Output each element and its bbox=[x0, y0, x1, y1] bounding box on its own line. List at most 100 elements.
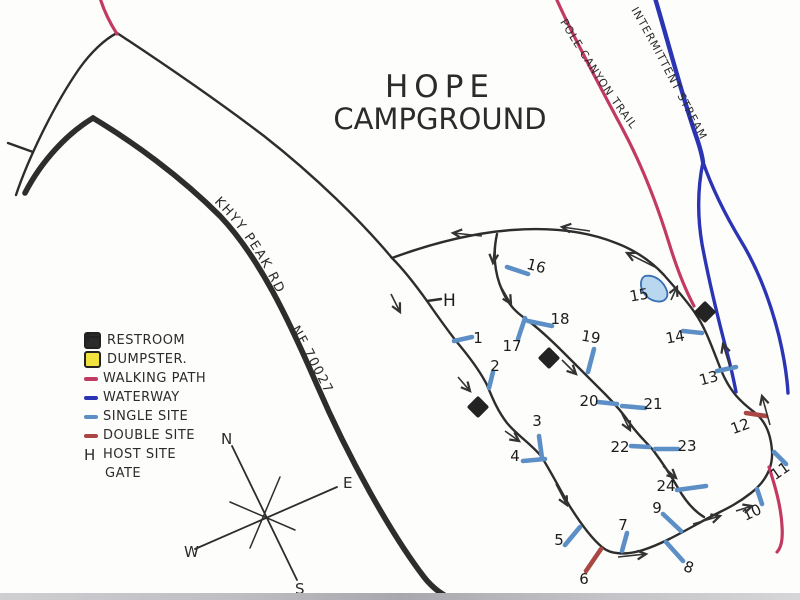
site-19-label: 19 bbox=[580, 327, 602, 348]
site-15-pond bbox=[640, 274, 669, 303]
site-21-spur bbox=[619, 403, 648, 411]
legend-label: SINGLE SITE bbox=[103, 409, 189, 424]
gate-mark bbox=[6, 141, 35, 154]
legend-label: DUMPSTER. bbox=[107, 352, 188, 367]
direction-arrow-icon bbox=[617, 554, 646, 557]
site-18-label: 18 bbox=[550, 310, 569, 328]
map-title-line1: HOPE bbox=[385, 69, 495, 105]
direction-arrow-icon bbox=[723, 344, 731, 368]
map-title: HOPE CAMPGROUND bbox=[300, 72, 580, 134]
compass-south-label: S bbox=[295, 580, 305, 598]
legend-item-host-site: H HOST SITE bbox=[84, 445, 206, 464]
site-8-spur bbox=[663, 539, 686, 564]
site-20-label: 20 bbox=[579, 392, 598, 410]
direction-arrow-icon bbox=[499, 284, 511, 304]
site-3-spur bbox=[536, 433, 545, 461]
site-21-label: 21 bbox=[643, 395, 662, 413]
site-6-spur bbox=[583, 546, 604, 574]
direction-arrow-icon bbox=[562, 227, 591, 231]
site-12-spur bbox=[743, 410, 769, 419]
restroom-icon bbox=[467, 396, 489, 418]
direction-arrow-icon bbox=[662, 465, 676, 478]
site-10-spur bbox=[754, 486, 765, 507]
direction-arrow-icon bbox=[453, 233, 483, 236]
site-11-spur bbox=[771, 449, 789, 467]
dumpster-icon bbox=[84, 351, 101, 368]
map-title-line2: CAMPGROUND bbox=[333, 102, 547, 136]
road-number-label: NF 70027 bbox=[287, 323, 335, 396]
direction-arrow-icon bbox=[457, 376, 470, 391]
direction-arrow-icon bbox=[692, 516, 720, 525]
legend-label: WATERWAY bbox=[103, 390, 180, 405]
line-swatch-icon bbox=[84, 433, 98, 438]
legend-item-double-site: DOUBLE SITE bbox=[84, 426, 206, 445]
legend-item-dumpster: DUMPSTER. bbox=[84, 350, 206, 369]
legend-label: RESTROOM bbox=[107, 333, 186, 348]
site-14-label: 14 bbox=[664, 327, 686, 348]
khyy-peak-road bbox=[22, 114, 459, 600]
legend-item-walking-path: WALKING PATH bbox=[84, 369, 206, 388]
site-6-label: 6 bbox=[579, 570, 589, 588]
site-12-label: 12 bbox=[728, 415, 752, 438]
site-16-label: 16 bbox=[525, 255, 548, 277]
compass-west-label: W bbox=[184, 543, 199, 561]
site-17-spur bbox=[515, 315, 528, 342]
restroom-icon bbox=[538, 347, 560, 369]
approach-road bbox=[14, 31, 394, 260]
direction-arrow-icon bbox=[621, 413, 630, 430]
walking-path-southeast bbox=[767, 465, 784, 554]
host-site-icon: H bbox=[84, 445, 96, 464]
road-name-label: KHYY PEAK RD bbox=[211, 194, 287, 296]
walking-path-north bbox=[98, 0, 119, 36]
site-1-spur bbox=[451, 334, 475, 344]
site-5-label: 5 bbox=[554, 531, 564, 549]
site-20-spur bbox=[595, 399, 620, 407]
site-14-spur bbox=[680, 328, 705, 336]
site-4-spur bbox=[520, 456, 548, 464]
site-2-spur bbox=[486, 369, 496, 391]
site-4-label: 4 bbox=[510, 447, 520, 465]
site-7-label: 7 bbox=[618, 516, 628, 534]
direction-arrow-icon bbox=[671, 287, 677, 301]
site-1-label: 1 bbox=[473, 329, 483, 347]
legend-label: DOUBLE SITE bbox=[103, 428, 196, 443]
legend-label: HOST SITE bbox=[103, 447, 177, 462]
site-9-spur bbox=[660, 511, 684, 534]
legend: RESTROOM DUMPSTER. WALKING PATH WATERWAY SIN… bbox=[84, 331, 206, 483]
photo-edge bbox=[0, 593, 800, 600]
site-24-label: 24 bbox=[656, 477, 675, 495]
direction-arrow-icon bbox=[493, 242, 495, 263]
legend-label: WALKING PATH bbox=[103, 371, 207, 386]
direction-arrow-icon bbox=[627, 253, 658, 269]
legend-item-gate: GATE bbox=[84, 332, 206, 483]
site-3-label: 3 bbox=[532, 412, 542, 430]
stream-branch-west bbox=[697, 160, 738, 394]
direction-arrow-icon bbox=[504, 430, 519, 441]
site-23-label: 23 bbox=[677, 437, 696, 455]
site-15-label: 15 bbox=[628, 285, 650, 306]
legend-item-waterway: WATERWAY bbox=[84, 388, 206, 407]
stream-name-label: INTERMITTENT STREAM bbox=[628, 5, 709, 142]
direction-arrow-icon bbox=[390, 293, 400, 312]
stream-main bbox=[653, 0, 706, 165]
compass-north-label: N bbox=[221, 430, 232, 448]
site-13-label: 13 bbox=[697, 367, 720, 389]
pole-canyon-trail-path bbox=[555, 0, 696, 308]
legend-item-single-site: SINGLE SITE bbox=[84, 407, 206, 426]
site-13-spur bbox=[714, 364, 739, 374]
line-swatch-icon bbox=[84, 376, 98, 381]
legend-item-restroom: RESTROOM bbox=[84, 331, 206, 350]
site-2-label: 2 bbox=[490, 357, 500, 375]
site-22-spur bbox=[628, 443, 652, 450]
compass-east-label: E bbox=[343, 474, 352, 492]
site-5-spur bbox=[562, 524, 583, 548]
stream-branch-east bbox=[701, 160, 790, 395]
direction-arrow-icon bbox=[555, 483, 567, 505]
line-swatch-icon bbox=[84, 414, 98, 419]
legend-label: GATE bbox=[105, 466, 142, 481]
direction-arrow-icon bbox=[762, 396, 771, 426]
site-17-label: 17 bbox=[502, 337, 521, 355]
line-swatch-icon bbox=[84, 395, 98, 400]
